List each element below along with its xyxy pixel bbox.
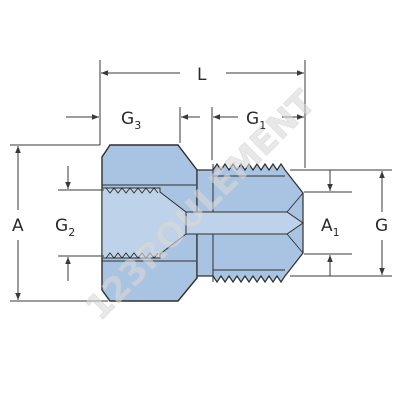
label-A: A: [12, 216, 24, 236]
label-G1: G1: [246, 109, 266, 132]
dimension-labels: L G3 G1 A G2 A1 G: [12, 65, 388, 239]
internal-thread-bottom: [105, 252, 159, 259]
internal-port: [101, 187, 187, 259]
extension-lines: [10, 60, 392, 302]
label-L: L: [197, 65, 207, 85]
cone-tip-top: [286, 192, 304, 213]
label-G2: G2: [55, 216, 75, 239]
internal-thread-top: [105, 187, 159, 194]
label-G3: G3: [121, 109, 141, 132]
label-A1: A1: [321, 216, 340, 239]
fitting-body: [101, 144, 304, 302]
label-G: G: [375, 216, 388, 236]
cone-tip-bottom: [286, 233, 304, 254]
dimension-lines: [15, 70, 385, 300]
